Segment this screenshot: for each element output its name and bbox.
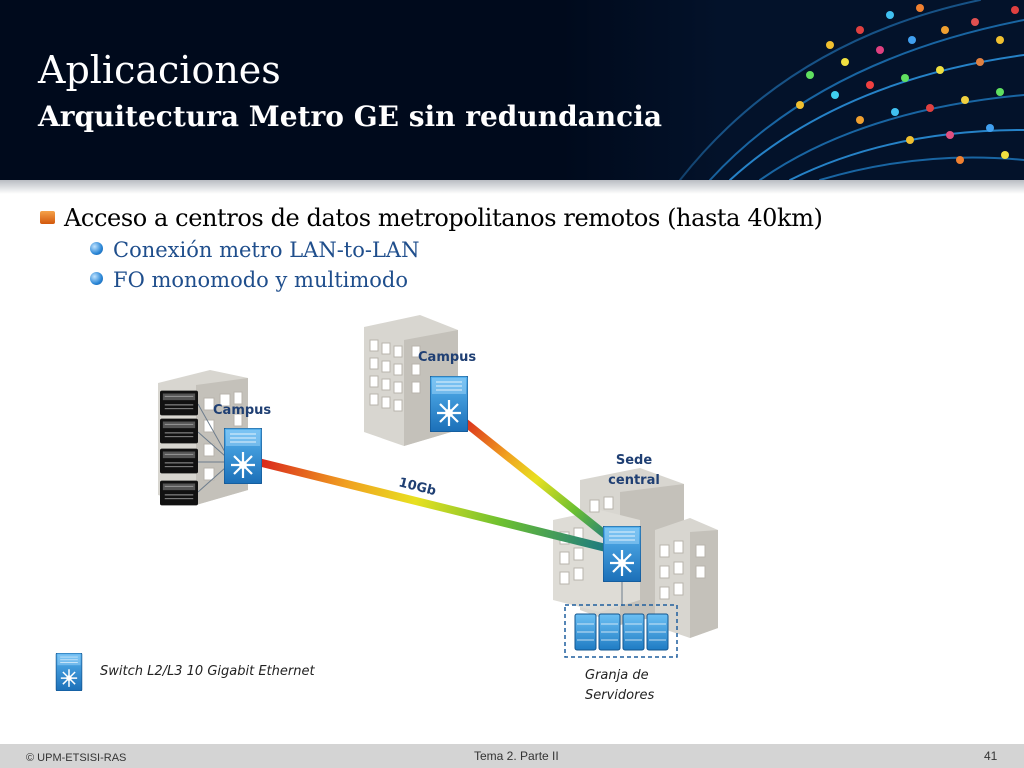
copyright: © UPM-ETSISI-RAS	[26, 752, 127, 764]
page-subtitle: Arquitectura Metro GE sin redundancia	[38, 100, 662, 133]
footer-topic: Tema 2. Parte II	[474, 749, 559, 763]
round-bullet-icon	[90, 272, 103, 285]
main-bullet-text: Acceso a centros de datos metropolitanos…	[64, 204, 823, 232]
sub-bullet: Conexión metro LAN-to-LAN	[90, 238, 419, 262]
campus-left-label: Campus	[213, 403, 272, 418]
network-diagram: 10Gb	[55, 315, 718, 691]
switch-hq	[603, 526, 641, 582]
square-bullet-icon	[40, 211, 55, 224]
switch-campus-left	[224, 428, 262, 484]
hq-building	[553, 468, 718, 638]
title-banner: Aplicaciones Arquitectura Metro GE sin r…	[0, 0, 1024, 180]
server-farm-label: Granja de Servidores	[585, 668, 655, 703]
hq-label: Sede central	[608, 453, 660, 488]
legend-label: Switch L2/L3 10 Gigabit Ethernet	[100, 664, 315, 679]
page-number: 41	[984, 749, 998, 763]
fiber-link-top	[458, 416, 616, 544]
sub-bullet-text: Conexión metro LAN-to-LAN	[113, 238, 420, 262]
legend-switch-icon	[55, 653, 83, 691]
round-bullet-icon	[90, 242, 103, 255]
footer-bar: © UPM-ETSISI-RAS Tema 2. Parte II 41	[0, 744, 1024, 768]
fiber-link-left	[254, 458, 610, 552]
sub-bullet-text: FO monomodo y multimodo	[113, 268, 408, 292]
campus-top-label: Campus	[418, 350, 477, 365]
main-bullet: Acceso a centros de datos metropolitanos…	[40, 204, 823, 232]
server-farm	[564, 604, 678, 658]
switch-campus-top	[430, 376, 468, 432]
fiber-optics-image	[560, 0, 1024, 180]
page-title: Aplicaciones	[38, 48, 281, 92]
sub-bullet: FO monomodo y multimodo	[90, 268, 408, 292]
header-shadow	[0, 180, 1024, 194]
